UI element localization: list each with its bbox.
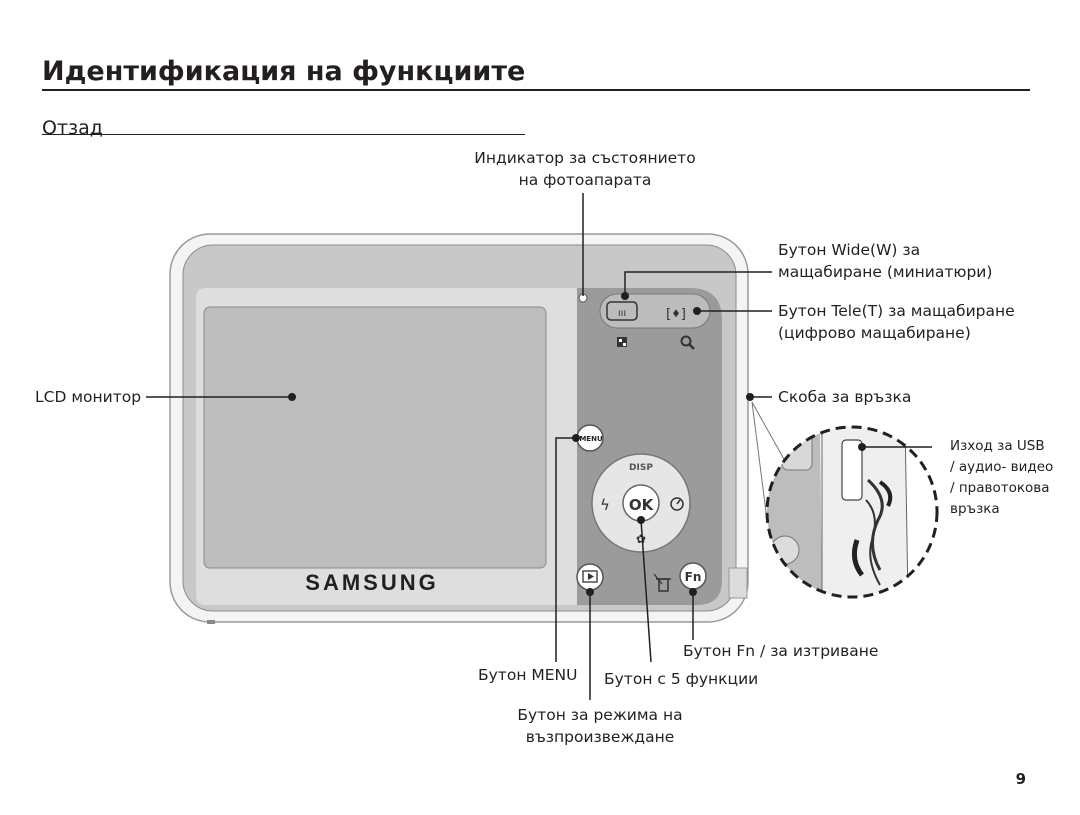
timer-icon [670,497,684,511]
label-playback-button: Бутон за режима на възпроизвеждане [490,704,710,748]
label-tele-button: Бутон Tele(T) за мащабиране (цифрово мащ… [778,300,1015,344]
label-tele-line2: (цифрово мащабиране) [778,324,971,342]
label-status-indicator-line2: на фотоапарата [518,171,652,189]
svg-text:MENU: MENU [579,435,603,443]
label-status-indicator: Индикатор за състоянието на фотоапарата [470,147,700,191]
fn-button[interactable]: Fn [679,562,707,590]
svg-text:OK: OK [629,496,655,514]
label-usb-line4: връзка [950,501,1000,517]
camera-body [169,233,749,624]
magnifier-icon [680,335,695,350]
label-usb-port: Изход за USB / аудио- видео / правотоков… [950,436,1053,520]
side-detail-zoom [751,401,939,599]
label-usb-line3: / правотокова [950,480,1050,496]
label-lcd-monitor: LCD монитор [35,388,142,406]
page-number: 9 [1015,770,1026,788]
label-wide-button: Бутон Wide(W) за мащабиране (миниатюри) [778,239,992,283]
samsung-logo: SAMSUNG [305,570,438,595]
label-playback-line1: Бутон за режима на [517,706,683,724]
label-usb-line1: Изход за USB [950,438,1045,454]
svg-text:ııı: ııı [618,308,626,319]
leader-dots [288,292,866,596]
flash-icon: ϟ [600,496,610,514]
trash-icon [653,573,671,592]
svg-text:Fn: Fn [685,570,702,584]
macro-icon: ✿ [636,532,646,546]
section-subtitle: Отзад [42,117,103,139]
label-tele-line1: Бутон Tele(T) за мащабиране [778,302,1015,320]
label-five-function-button: Бутон с 5 функции [604,670,759,688]
label-fn-button: Бутон Fn / за изтриване [683,642,879,660]
label-strap-eyelet: Скоба за връзка [778,388,912,406]
label-usb-line2: / аудио- видео [950,459,1054,475]
label-menu-button: Бутон MENU [478,666,578,684]
subtitle-underline [42,134,525,135]
label-playback-line2: възпроизвеждане [525,728,675,746]
title-underline [42,89,1030,91]
label-status-indicator-line1: Индикатор за състоянието [474,149,696,167]
label-wide-line2: мащабиране (миниатюри) [778,263,993,281]
page-title: Идентификация на функциите [42,56,526,87]
label-wide-line1: Бутон Wide(W) за [778,241,921,259]
menu-button[interactable]: MENU [576,424,604,452]
thumbnail-icon [617,337,627,347]
svg-text:[♦]: [♦] [664,307,687,322]
five-function-pad[interactable]: DISP ϟ ✿ OK [591,453,691,553]
svg-text:DISP: DISP [629,463,653,473]
playback-button[interactable] [576,563,604,591]
